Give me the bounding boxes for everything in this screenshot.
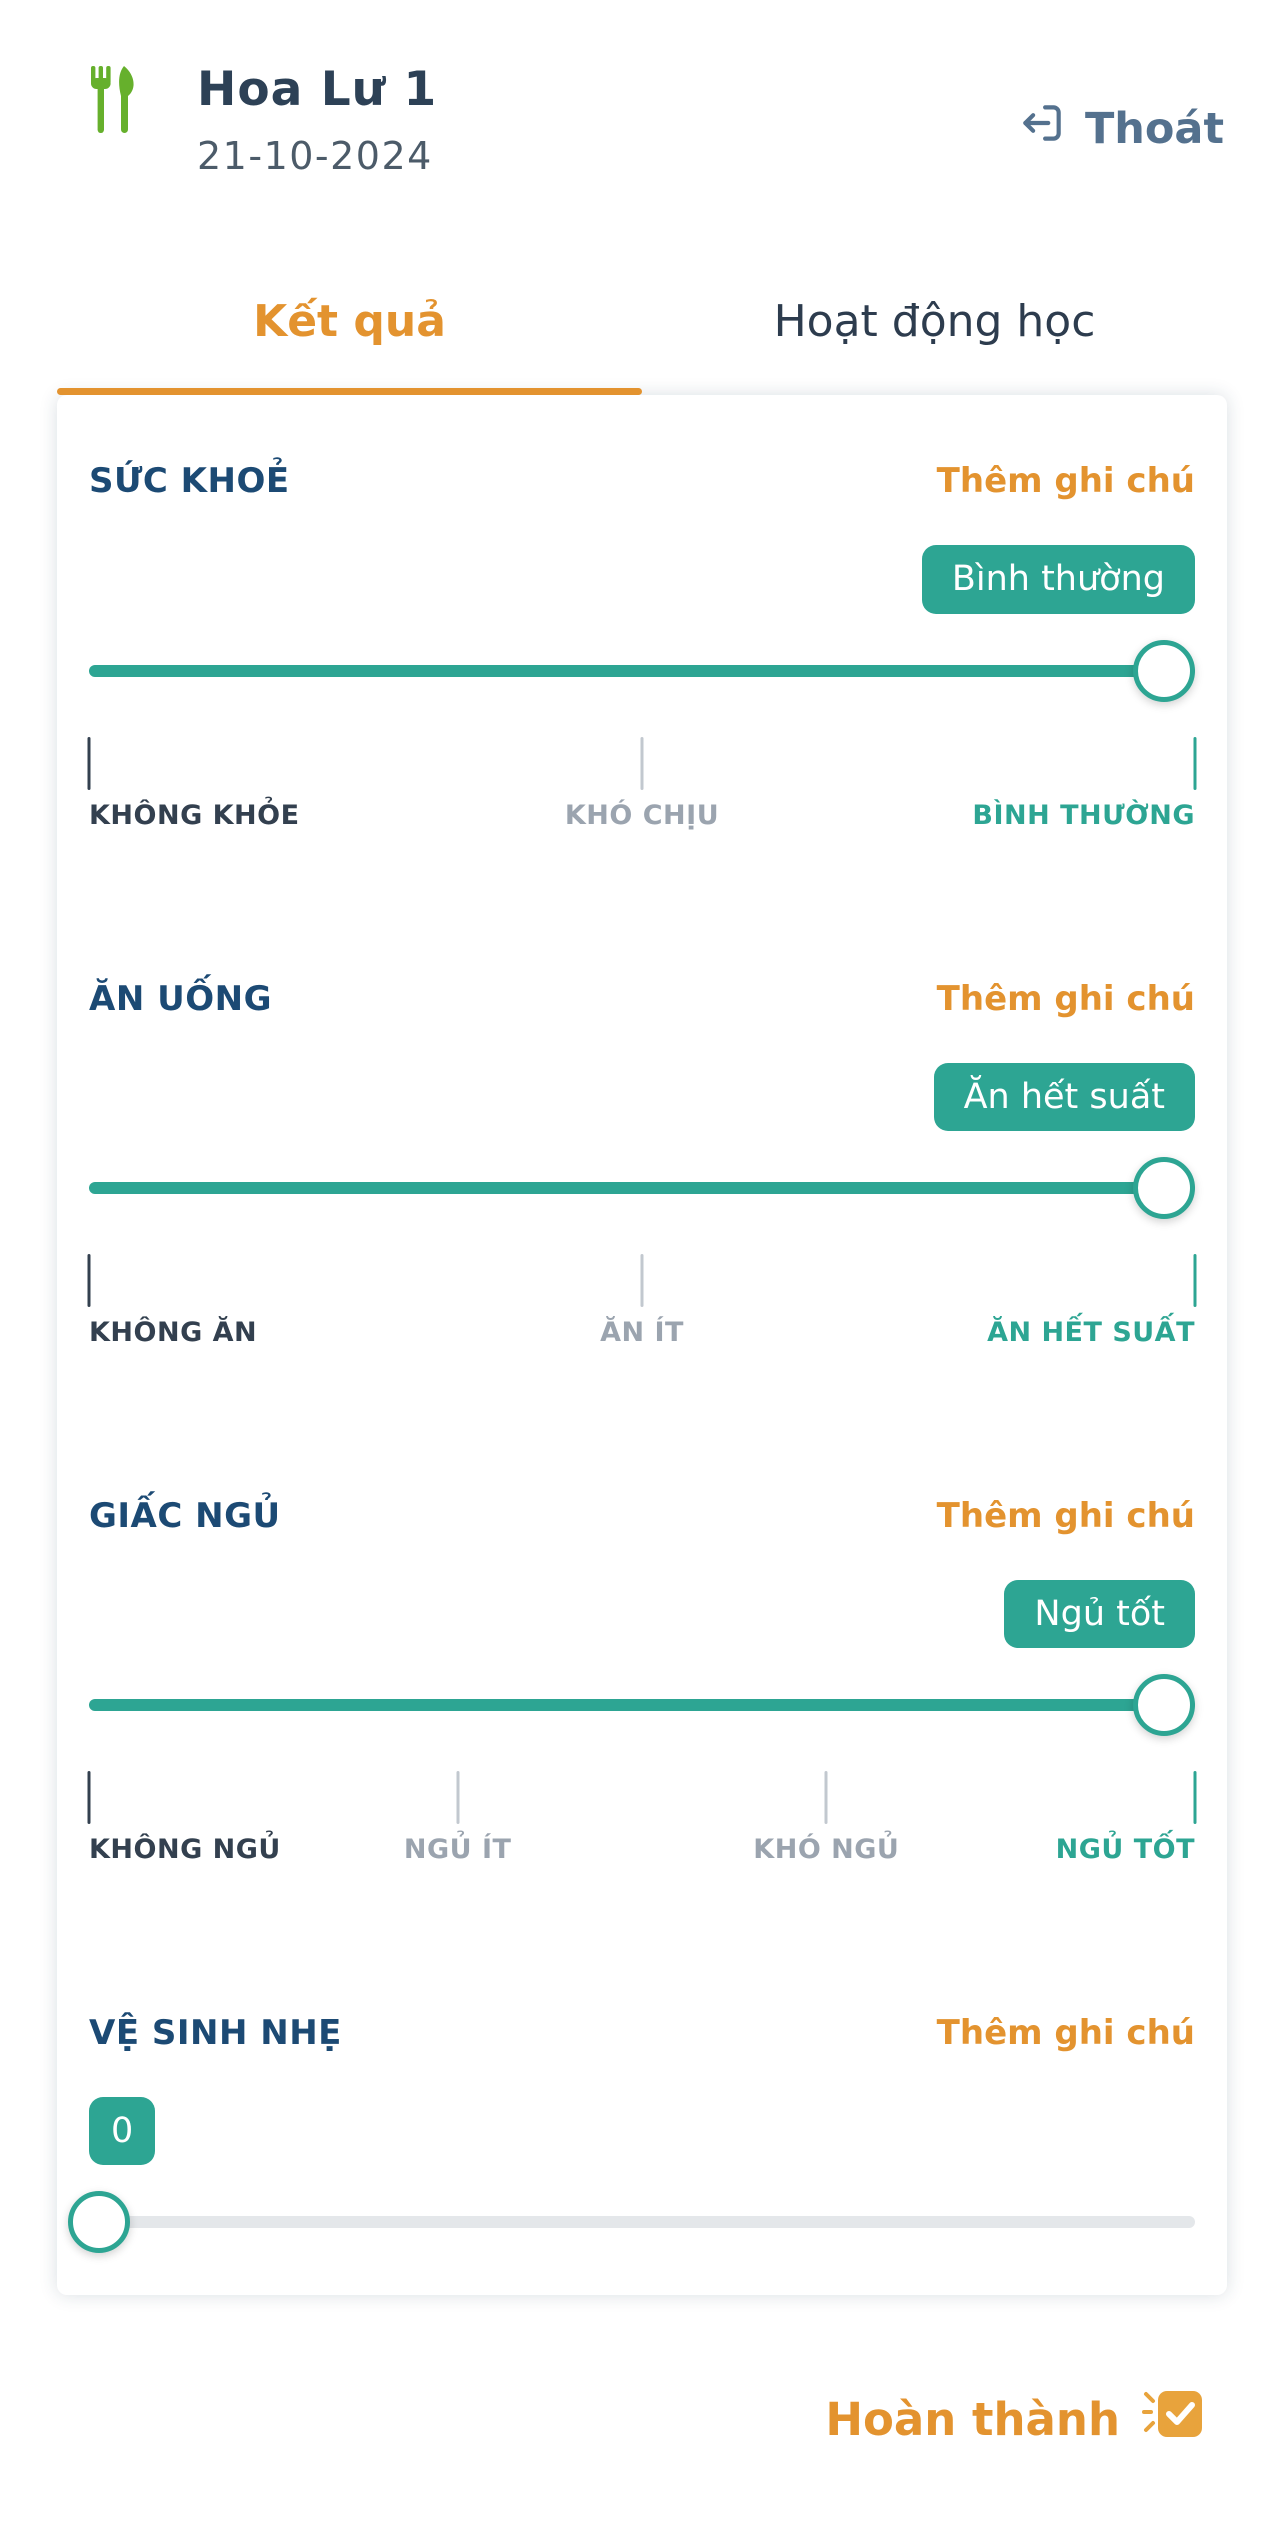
section-title: GIẤC NGỦ (89, 1495, 281, 1536)
slider-thumb[interactable] (1133, 1156, 1195, 1219)
sleep-slider[interactable] (89, 1673, 1195, 1737)
value-badge: Ngủ tốt (1004, 1579, 1195, 1649)
tick-mark (1193, 736, 1197, 790)
tab-hoat-dong-hoc[interactable]: Hoạt động học (642, 296, 1227, 395)
tick-mark (87, 1253, 91, 1307)
section-header: ĂN UỐNG Thêm ghi chú (89, 979, 1195, 1019)
value-badge: Bình thường (921, 545, 1195, 614)
section-title: ĂN UỐNG (89, 978, 272, 1019)
section-header: VỆ SINH NHẸ Thêm ghi chú (89, 2013, 1195, 2053)
complete-label: Hoàn thành (825, 2392, 1120, 2446)
header-left: Hoa Lư 1 21-10-2024 (89, 62, 437, 178)
section-eating: ĂN UỐNG Thêm ghi chú Ăn hết suất KHÔNG Ă… (87, 979, 1197, 1355)
section-header: GIẤC NGỦ Thêm ghi chú (89, 1496, 1195, 1536)
tick-label-row: KHÔNG NGỦ NGỦ ÍT KHÓ NGỦ NGỦ TỐT (89, 1834, 1195, 1872)
add-note-link[interactable]: Thêm ghi chú (936, 1495, 1195, 1536)
tick-mark (824, 1771, 828, 1825)
check-square-icon (1142, 2386, 1204, 2453)
tick-label[interactable]: BÌNH THƯỜNG (972, 799, 1195, 831)
tick-mark (640, 736, 644, 790)
tick-marks (87, 736, 1197, 790)
tick-mark (87, 736, 91, 790)
section-hygiene: VỆ SINH NHẸ Thêm ghi chú 0 (68, 2013, 1195, 2254)
tick-label[interactable]: KHÔNG ĂN (89, 1316, 258, 1348)
add-note-link[interactable]: Thêm ghi chú (936, 461, 1195, 502)
section-title: VỆ SINH NHẸ (89, 2013, 342, 2054)
value-badge-row: Ngủ tốt (89, 1579, 1195, 1649)
fork-knife-icon (89, 66, 139, 178)
logout-label: Thoát (1084, 103, 1224, 154)
value-badge: 0 (89, 2097, 156, 2166)
add-note-link[interactable]: Thêm ghi chú (936, 2013, 1195, 2054)
hygiene-slider[interactable] (68, 2190, 1195, 2254)
tick-label[interactable]: KHÓ CHỊU (564, 799, 720, 831)
tick-marks (87, 1771, 1197, 1825)
tick-mark (1193, 1253, 1197, 1307)
tick-label[interactable]: KHÔNG KHỎE (89, 799, 300, 831)
tick-label-row: KHÔNG ĂN ĂN ÍT ĂN HẾT SUẤT (89, 1317, 1195, 1355)
slider-track[interactable] (89, 2216, 1195, 2229)
tick-label[interactable]: KHÓ NGỦ (753, 1834, 900, 1866)
tick-mark (1193, 1771, 1197, 1825)
health-slider[interactable] (89, 639, 1195, 703)
title-block: Hoa Lư 1 21-10-2024 (197, 62, 437, 178)
app-footer: Hoàn thành (0, 2295, 1284, 2543)
add-note-link[interactable]: Thêm ghi chú (936, 978, 1195, 1019)
tick-label-row: KHÔNG KHỎE KHÓ CHỊU BÌNH THƯỜNG (89, 800, 1195, 838)
value-badge: Ăn hết suất (933, 1062, 1195, 1131)
tick-mark (87, 1771, 91, 1825)
value-badge-row: 0 (89, 2097, 1195, 2166)
tab-bar: Kết quả Hoạt động học (57, 296, 1227, 396)
value-badge-row: Ăn hết suất (89, 1062, 1195, 1131)
tab-ket-qua[interactable]: Kết quả (57, 296, 642, 396)
tick-mark (640, 1253, 644, 1307)
results-card: SỨC KHOẺ Thêm ghi chú Bình thường KHÔNG … (57, 395, 1227, 2296)
slider-track[interactable] (89, 664, 1195, 677)
exit-arrow-icon (1017, 98, 1067, 159)
slider-thumb[interactable] (1133, 639, 1195, 702)
tick-label[interactable]: ĂN HẾT SUẤT (987, 1316, 1195, 1348)
tick-marks (87, 1253, 1197, 1307)
date-label: 21-10-2024 (197, 134, 433, 179)
tick-label[interactable]: ĂN ÍT (600, 1316, 684, 1348)
section-header: SỨC KHOẺ Thêm ghi chú (89, 461, 1195, 501)
section-health: SỨC KHOẺ Thêm ghi chú Bình thường KHÔNG … (87, 461, 1197, 838)
section-title: SỨC KHOẺ (89, 461, 290, 502)
section-sleep: GIẤC NGỦ Thêm ghi chú Ngủ tốt KHÔNG NGỦ N… (87, 1496, 1197, 1872)
slider-track[interactable] (89, 1181, 1195, 1194)
value-badge-row: Bình thường (89, 545, 1195, 614)
slider-track[interactable] (89, 1699, 1195, 1712)
app-header: Hoa Lư 1 21-10-2024 Thoát (0, 0, 1284, 178)
tick-mark (456, 1771, 460, 1825)
tick-label[interactable]: NGỦ TỐT (1055, 1834, 1195, 1866)
eating-slider[interactable] (89, 1156, 1195, 1220)
slider-thumb[interactable] (1133, 1674, 1195, 1737)
complete-button[interactable]: Hoàn thành (825, 2386, 1204, 2453)
tick-label[interactable]: NGỦ ÍT (403, 1834, 512, 1866)
tick-label[interactable]: KHÔNG NGỦ (89, 1834, 281, 1866)
slider-thumb[interactable] (68, 2191, 130, 2254)
logout-button[interactable]: Thoát (1017, 98, 1224, 159)
page-title: Hoa Lư 1 (197, 62, 438, 117)
